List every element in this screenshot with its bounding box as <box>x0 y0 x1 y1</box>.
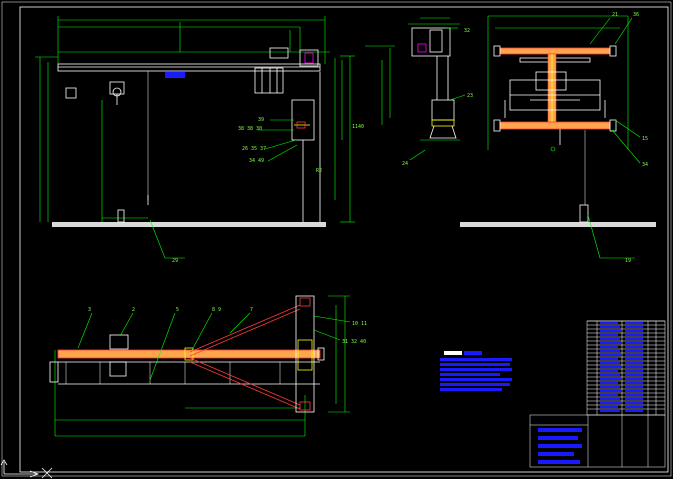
table-row-text <box>600 330 622 332</box>
table-row-text <box>625 398 643 400</box>
table-row-text <box>625 326 643 328</box>
parts-list-table <box>586 320 666 416</box>
top-right-view: 21 36 15 34 19 <box>460 12 656 264</box>
label-front-5: R2 <box>316 168 322 174</box>
label-tr-1: 36 <box>633 12 639 18</box>
front-ground-strip <box>52 222 326 227</box>
table-row-text <box>600 322 618 324</box>
table-row-text <box>600 398 620 400</box>
ucs-axis-icon <box>0 459 53 479</box>
table-row-text <box>625 366 643 368</box>
table-row-text <box>625 402 643 404</box>
label-plan-3: 8 9 <box>212 307 221 313</box>
table-row-text <box>625 382 643 384</box>
table-row-text <box>625 330 643 332</box>
label-side-0: 32 <box>464 28 470 34</box>
table-row-text <box>600 350 620 352</box>
label-front-3: 34 49 <box>249 158 264 164</box>
label-plan-1: 2 <box>132 307 135 313</box>
table-row-text <box>600 378 622 380</box>
table-row-text <box>600 362 620 364</box>
table-row-text <box>625 342 643 344</box>
label-plan-6: 31 32 40 <box>342 339 366 345</box>
front-view: 39 38 38 30 26 35 37 34 49 1140 R2 29 <box>35 16 364 264</box>
table-row-text <box>625 370 643 372</box>
table-row-text <box>625 322 643 324</box>
label-plan-2: 5 <box>176 307 179 313</box>
table-row-text <box>600 366 622 368</box>
table-row-text <box>600 342 622 344</box>
side-view: 32 23 24 <box>365 17 473 167</box>
right-ground-strip <box>460 222 656 227</box>
table-row-text <box>600 402 622 404</box>
table-row-text <box>625 394 643 396</box>
table-row-text <box>600 354 622 356</box>
sheet-inner-border <box>19 6 669 473</box>
table-row-text <box>600 394 618 396</box>
plan-view: 3 2 5 8 9 7 10 11 31 32 40 <box>49 295 367 437</box>
table-row-text <box>600 326 620 328</box>
callout-19: 19 <box>625 258 631 264</box>
table-row-text <box>600 382 618 384</box>
table-row-text <box>625 350 643 352</box>
label-front-1: 38 38 30 <box>238 126 262 132</box>
label-side-1: 23 <box>467 93 473 99</box>
label-front-0: 39 <box>258 117 264 123</box>
label-plan-0: 3 <box>88 307 91 313</box>
table-row-text <box>625 358 643 360</box>
label-plan-5: 10 11 <box>352 321 367 327</box>
table-row-text <box>625 338 643 340</box>
table-row-text <box>600 358 618 360</box>
technical-notes <box>440 351 512 391</box>
table-row-text <box>625 378 643 380</box>
label-tr-3: 34 <box>642 162 648 168</box>
table-row-text <box>600 346 618 348</box>
table-row-text <box>625 346 643 348</box>
label-plan-4: 7 <box>250 307 253 313</box>
label-front-2: 26 35 37 <box>242 146 266 152</box>
table-row-text <box>625 362 643 364</box>
table-row-text <box>600 370 618 372</box>
table-row-text <box>600 334 618 336</box>
label-side-2: 24 <box>402 161 408 167</box>
table-row-text <box>625 410 643 412</box>
table-row-text <box>600 374 620 376</box>
label-tr-0: 21 <box>612 12 618 18</box>
callout-29: 29 <box>172 258 178 264</box>
table-row-text <box>625 334 643 336</box>
table-row-text <box>600 390 622 392</box>
table-row-text <box>600 386 620 388</box>
table-row-text <box>600 410 620 412</box>
table-row-text <box>625 386 643 388</box>
label-tr-2: 15 <box>642 136 648 142</box>
table-row-text <box>625 406 643 408</box>
table-row-text <box>625 354 643 356</box>
table-row-text <box>600 406 618 408</box>
label-front-4: 1140 <box>352 124 364 130</box>
title-block <box>529 414 666 468</box>
table-row-text <box>625 374 643 376</box>
table-row-text <box>625 390 643 392</box>
table-row-text <box>600 338 620 340</box>
